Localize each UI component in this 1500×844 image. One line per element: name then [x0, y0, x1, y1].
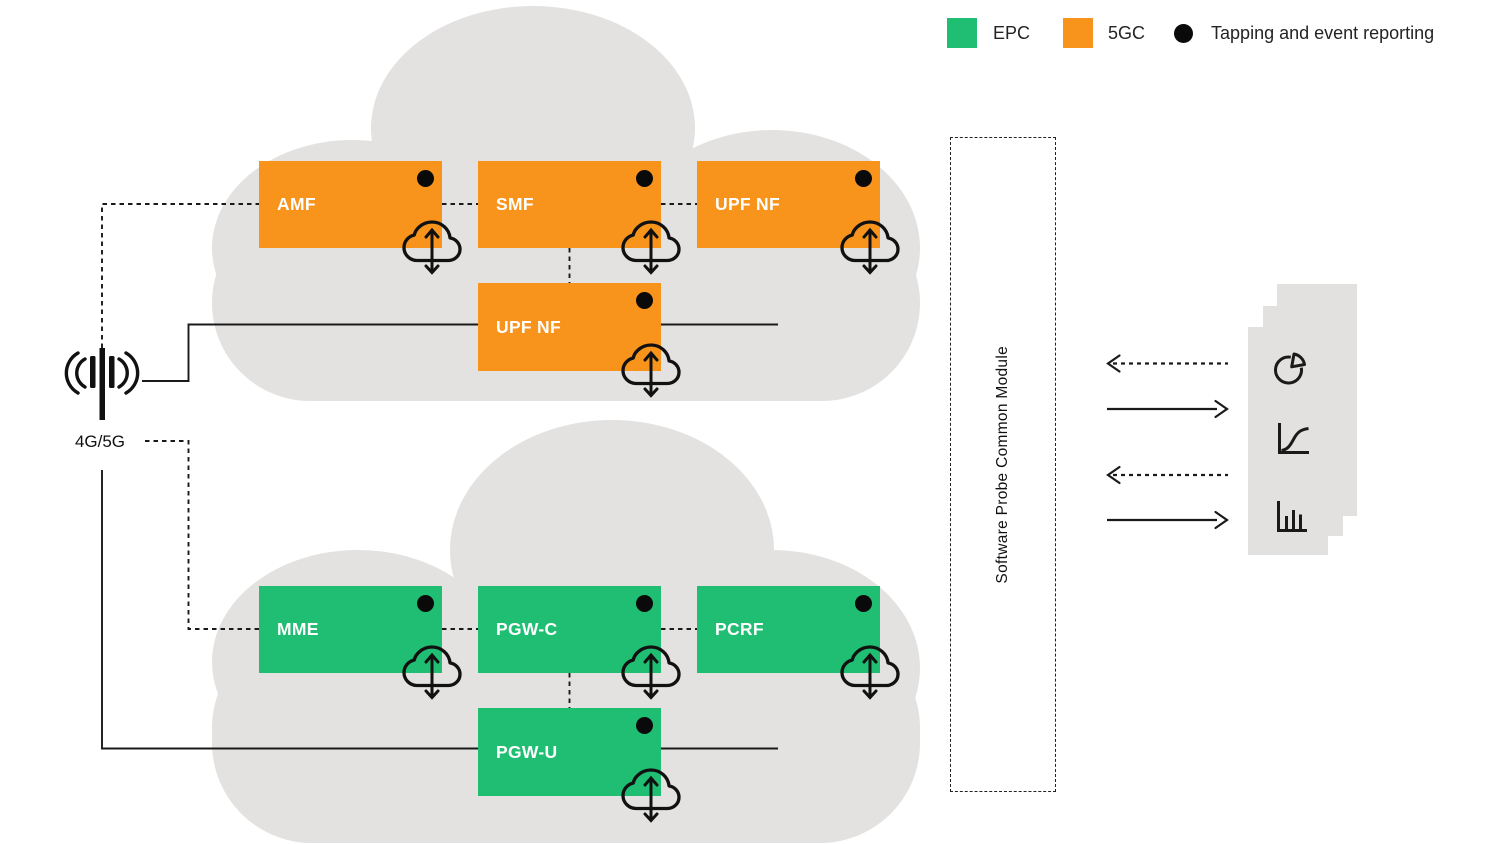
tapping-dot [635, 594, 653, 612]
legend-swatch-5gc [1063, 18, 1094, 48]
nf-label: MME [277, 619, 319, 639]
nf-label: AMF [277, 194, 316, 214]
nf-label: PGW-C [496, 619, 558, 639]
access-tech-label: 4G/5G [74, 432, 126, 451]
nf-box-pcrf: PCRF [697, 586, 880, 673]
nf-box-upf-nf: UPF NF [697, 161, 880, 248]
link-tower-amf [101, 203, 259, 348]
nf-box-mme: MME [259, 586, 442, 673]
nf-box-amf: AMF [259, 161, 442, 248]
nf-label: SMF [496, 194, 534, 214]
tapping-dot [854, 169, 872, 187]
flow-arrows [1106, 354, 1229, 530]
nf-box-upf-nf-user-plane: UPF NF [478, 283, 661, 371]
nf-label: PGW-U [496, 741, 558, 762]
nf-label: PCRF [715, 619, 764, 639]
tapping-dot [635, 291, 653, 309]
tapping-dot [854, 594, 872, 612]
tapping-dot [416, 594, 434, 612]
legend: EPC 5GC Tapping and event reporting [947, 18, 1434, 48]
nf-label: UPF NF [496, 316, 561, 337]
tapping-dot [635, 716, 653, 734]
nf-box-pgw-c: PGW-C [478, 586, 661, 673]
legend-tapping-dot-icon [1174, 23, 1194, 43]
link-tower-mme [145, 440, 259, 630]
tapping-dot [416, 169, 434, 187]
nf-box-smf: SMF [478, 161, 661, 248]
legend-label-epc: EPC [993, 22, 1031, 43]
legend-swatch-epc [947, 18, 977, 48]
flow-arrow-dashed-left-1 [1106, 354, 1228, 373]
probe-label: Software Probe Common Module [994, 345, 1011, 584]
software-probe-common-module: Software Probe Common Module [950, 137, 1056, 792]
cell-tower-icon [64, 348, 140, 420]
flow-arrow-dashed-left-2 [1106, 465, 1228, 485]
tapping-dot [635, 169, 653, 187]
legend-label-tapping: Tapping and event reporting [1211, 22, 1435, 43]
flow-arrow-solid-right-2 [1107, 510, 1229, 530]
report-card-front [1248, 327, 1328, 555]
nf-label: UPF NF [715, 194, 780, 214]
flow-arrow-solid-right-1 [1107, 399, 1229, 419]
nf-box-pgw-u: PGW-U [478, 708, 661, 796]
legend-label-5gc: 5GC [1108, 22, 1146, 43]
